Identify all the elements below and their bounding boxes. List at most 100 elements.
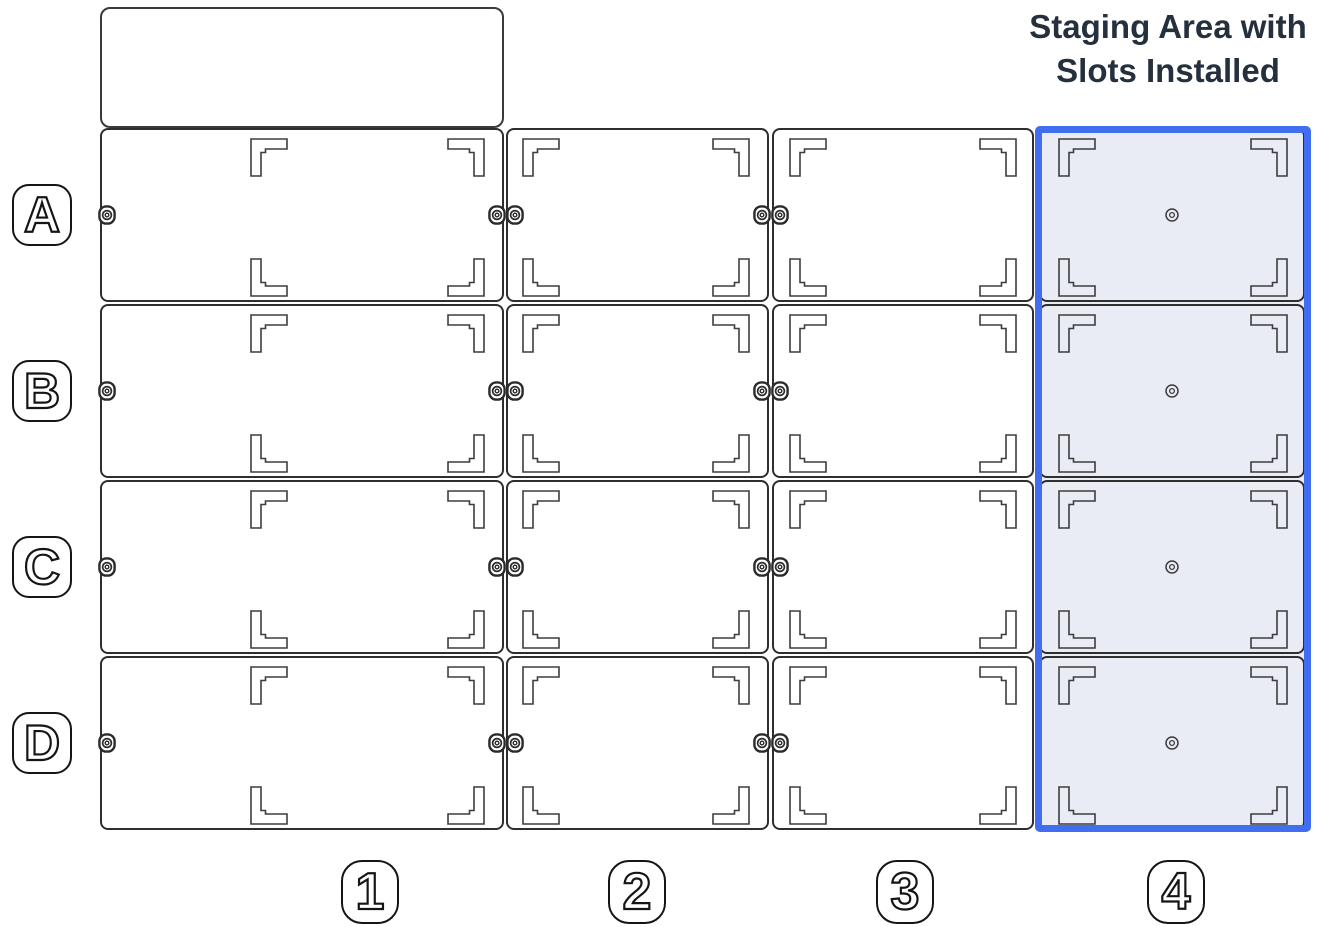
column-label-4: 4	[1147, 860, 1205, 924]
panel-C3	[772, 480, 1034, 654]
corner-bracket-icon	[1058, 138, 1096, 177]
corner-bracket-icon	[979, 490, 1017, 529]
corner-bracket-icon	[1058, 490, 1096, 529]
corner-bracket-icon	[789, 434, 827, 473]
corner-bracket-icon	[712, 138, 750, 177]
panel-D2	[506, 656, 769, 830]
rivet-grommet-icon	[98, 381, 116, 401]
rivet-grommet-icon	[98, 557, 116, 577]
corner-bracket-icon	[250, 258, 288, 297]
corner-bracket-icon	[789, 138, 827, 177]
rivet-grommet-icon	[771, 205, 789, 225]
corner-bracket-icon	[789, 610, 827, 649]
corner-bracket-icon	[250, 314, 288, 353]
corner-bracket-icon	[979, 314, 1017, 353]
rivet-grommet-icon	[753, 733, 771, 753]
corner-bracket-icon	[522, 258, 560, 297]
rivet-grommet-icon	[505, 557, 524, 577]
corner-bracket-icon	[447, 138, 485, 177]
corner-bracket-icon	[522, 666, 560, 705]
corner-bracket-icon	[250, 786, 288, 825]
rivet-grommet-icon	[771, 381, 789, 401]
panel-B4-staging-slot	[1039, 304, 1305, 478]
corner-bracket-icon	[1250, 610, 1288, 649]
panel-D3	[772, 656, 1034, 830]
rivet-grommet-icon	[753, 205, 771, 225]
corner-bracket-icon	[712, 666, 750, 705]
corner-bracket-icon	[712, 490, 750, 529]
corner-bracket-icon	[522, 490, 560, 529]
rivet-grommet-icon	[487, 733, 506, 753]
corner-bracket-icon	[447, 490, 485, 529]
corner-bracket-icon	[1058, 258, 1096, 297]
panel-C2	[506, 480, 769, 654]
corner-bracket-icon	[522, 434, 560, 473]
corner-bracket-icon	[979, 786, 1017, 825]
corner-bracket-icon	[979, 258, 1017, 297]
row-label-d: D	[12, 712, 72, 774]
column-label-3: 3	[876, 860, 934, 924]
column-label-1-text: 1	[354, 862, 385, 922]
empty-tray-outline	[100, 7, 504, 128]
corner-bracket-icon	[1250, 786, 1288, 825]
corner-bracket-icon	[447, 314, 485, 353]
row-label-c-text: C	[23, 538, 61, 596]
rivet-grommet-icon	[505, 733, 524, 753]
panel-A1	[100, 128, 504, 302]
row-label-a-text: A	[23, 186, 61, 244]
corner-bracket-icon	[1058, 314, 1096, 353]
corner-bracket-icon	[712, 610, 750, 649]
corner-bracket-icon	[447, 258, 485, 297]
corner-bracket-icon	[1058, 610, 1096, 649]
rivet-grommet-icon	[771, 733, 789, 753]
panel-D1	[100, 656, 504, 830]
corner-bracket-icon	[250, 610, 288, 649]
corner-bracket-icon	[250, 434, 288, 473]
corner-bracket-icon	[712, 314, 750, 353]
corner-bracket-icon	[447, 666, 485, 705]
pilot-hole-icon	[1165, 736, 1179, 750]
rivet-grommet-icon	[505, 205, 524, 225]
corner-bracket-icon	[447, 786, 485, 825]
rivet-grommet-icon	[98, 205, 116, 225]
staging-area-title: Staging Area with Slots Installed	[1000, 5, 1336, 93]
corner-bracket-icon	[250, 490, 288, 529]
panel-A3	[772, 128, 1034, 302]
corner-bracket-icon	[712, 434, 750, 473]
corner-bracket-icon	[1250, 314, 1288, 353]
column-label-1: 1	[341, 860, 399, 924]
staging-area-title-line1: Staging Area with	[1029, 8, 1307, 45]
corner-bracket-icon	[979, 610, 1017, 649]
row-label-b: B	[12, 360, 72, 422]
row-label-b-text: B	[23, 362, 61, 420]
row-label-a: A	[12, 184, 72, 246]
corner-bracket-icon	[522, 314, 560, 353]
rivet-grommet-icon	[487, 205, 506, 225]
corner-bracket-icon	[1058, 786, 1096, 825]
corner-bracket-icon	[789, 258, 827, 297]
column-label-2: 2	[608, 860, 666, 924]
staging-area-fill	[1035, 126, 1311, 832]
corner-bracket-icon	[1058, 666, 1096, 705]
pilot-hole-icon	[1165, 384, 1179, 398]
corner-bracket-icon	[522, 786, 560, 825]
corner-bracket-icon	[979, 666, 1017, 705]
panel-D4-staging-slot	[1039, 656, 1305, 830]
corner-bracket-icon	[250, 666, 288, 705]
corner-bracket-icon	[789, 666, 827, 705]
corner-bracket-icon	[979, 434, 1017, 473]
corner-bracket-icon	[522, 610, 560, 649]
corner-bracket-icon	[447, 610, 485, 649]
panel-A4-staging-slot	[1039, 128, 1305, 302]
pilot-hole-icon	[1165, 208, 1179, 222]
corner-bracket-icon	[1250, 666, 1288, 705]
panel-C1	[100, 480, 504, 654]
panel-A2	[506, 128, 769, 302]
row-label-d-text: D	[23, 714, 61, 772]
column-label-4-text: 4	[1160, 862, 1191, 922]
corner-bracket-icon	[1250, 138, 1288, 177]
panel-B2	[506, 304, 769, 478]
column-label-3-text: 3	[889, 862, 920, 922]
staging-area-title-line2: Slots Installed	[1056, 52, 1280, 89]
